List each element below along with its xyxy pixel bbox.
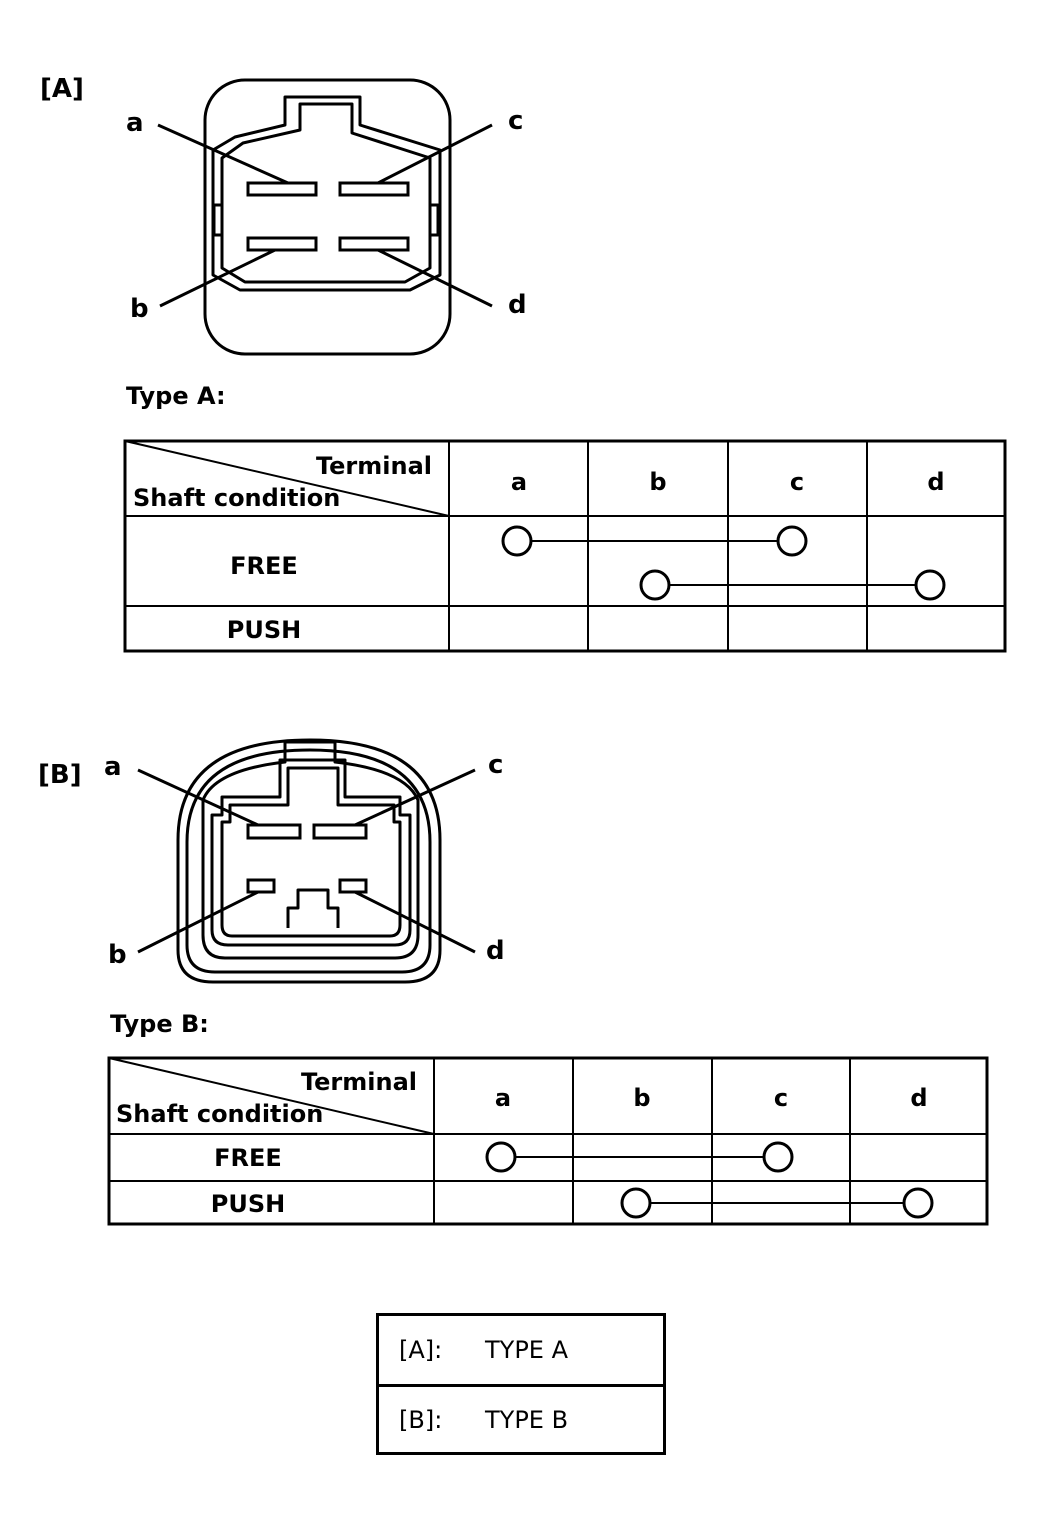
table-b-col-a: a [495,1084,511,1112]
table-a-node-a [501,525,533,557]
legend-value-a: TYPE A [485,1336,569,1364]
table-a-header-shaft: Shaft condition [133,484,340,512]
table-a-col-b: b [649,468,666,496]
leader-b-b [137,890,259,954]
table-b-col-b: b [633,1084,650,1112]
section-tag-b: [B] [38,760,82,790]
table-b-node-a [485,1141,517,1173]
connector-b-label-d: d [486,936,505,966]
section-tag-a: [A] [40,74,84,104]
table-a-header-terminal: Terminal [316,452,432,480]
connector-a-outer-body [203,78,452,356]
table-a-node-c [776,525,808,557]
leader-b-a [137,768,259,827]
terminal-b-slot [246,236,318,252]
terminal-b-d-slot [338,878,368,894]
terminal-b-c-slot [312,823,368,840]
type-b-title: Type B: [110,1010,209,1038]
connector-b-label-b: b [108,940,127,970]
table-b-node-b [620,1187,652,1219]
leader-b-c [354,768,476,827]
legend-key-b: [B]: [399,1405,443,1434]
table-b-row-free: FREE [214,1144,282,1172]
table-b-col-c: c [774,1084,788,1112]
connector-b-label-a: a [104,752,122,782]
leader-d [377,248,493,308]
connector-b-outer-body [176,738,442,984]
terminal-c-slot [338,181,410,197]
table-b-header-shaft: Shaft condition [116,1100,323,1128]
leader-b-d [354,890,476,954]
legend-row-b: [B]: TYPE B [379,1384,663,1452]
connector-b-label-c: c [488,750,504,780]
terminal-d-slot [338,236,410,252]
legend-row-a: [A]: TYPE A [379,1316,663,1384]
table-a-row-free: FREE [230,552,298,580]
table-b-header-diagonal [108,1057,435,1135]
terminal-b-a-slot [246,823,302,840]
table-a-node-d [914,569,946,601]
table-b-col-d: d [910,1084,927,1112]
table-b-header-terminal: Terminal [301,1068,417,1096]
legend-box: [A]: TYPE A [B]: TYPE B [376,1313,666,1455]
leader-a [157,123,289,185]
table-b-node-c [762,1141,794,1173]
table-b-row-push: PUSH [211,1190,285,1218]
table-a-header-diagonal [124,440,450,517]
table-a-node-b [639,569,671,601]
terminal-b-b-slot [246,878,276,894]
connector-a-label-a: a [126,108,144,138]
connector-a-shell [211,95,442,292]
type-a-title: Type A: [126,382,226,410]
leader-b [159,248,276,308]
table-a-col-c: c [790,468,804,496]
legend-value-b: TYPE B [485,1405,569,1434]
connector-a-shell-inner [220,102,432,284]
terminal-a-slot [246,181,318,197]
connector-b-key [286,888,340,928]
connector-a-label-b: b [130,294,149,324]
connector-a-label-d: d [508,290,527,320]
table-a-col-a: a [511,468,527,496]
connector-a-label-c: c [508,106,524,136]
table-a-col-d: d [927,468,944,496]
legend-key-a: [A]: [399,1336,443,1364]
leader-c [377,123,493,185]
connector-b-cavity [210,758,412,947]
table-b-node-d [902,1187,934,1219]
table-a-row-push: PUSH [227,616,301,644]
